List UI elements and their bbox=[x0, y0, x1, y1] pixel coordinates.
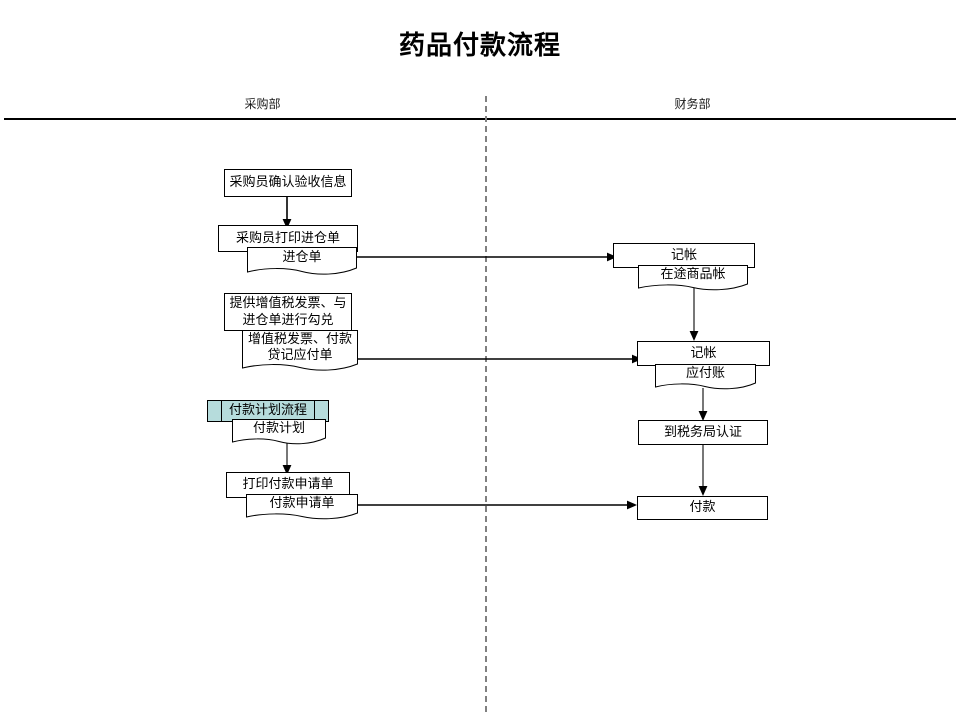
document-warehouse-entry-form[interactable]: 进仓单 bbox=[247, 247, 357, 275]
document-label: 增值税发票、付款 贷记应付单 bbox=[247, 331, 352, 363]
node-bookkeeping-intransit[interactable]: 记帐 bbox=[613, 243, 755, 268]
subprocess-label: 付款计划流程 bbox=[228, 403, 307, 418]
lane-header-rule bbox=[4, 118, 956, 120]
document-label: 付款申请单 bbox=[269, 496, 335, 511]
document-label: 付款计划 bbox=[252, 421, 305, 436]
connector-d4-n9 bbox=[348, 498, 640, 512]
document-payment-request-form[interactable]: 付款申请单 bbox=[246, 494, 358, 520]
document-label: 进仓单 bbox=[282, 250, 322, 265]
document-accounts-payable-ledger[interactable]: 应付账 bbox=[655, 364, 756, 390]
page-title: 药品付款流程 bbox=[398, 31, 561, 61]
node-payment[interactable]: 付款 bbox=[637, 496, 768, 520]
node-tax-bureau-certification[interactable]: 到税务局认证 bbox=[638, 420, 768, 445]
connector-d6-n8 bbox=[696, 388, 710, 422]
connector-n8-n9 bbox=[696, 445, 710, 497]
document-label: 应付账 bbox=[685, 366, 725, 381]
connector-d2-n7 bbox=[345, 352, 645, 366]
lane-label-finance: 财务部 bbox=[674, 97, 711, 111]
connector-d3-n5 bbox=[280, 440, 294, 476]
node-provide-vat-invoice[interactable]: 提供增值税发票、与 进仓单进行勾兑 bbox=[224, 293, 352, 331]
connector-d1-n6 bbox=[345, 250, 620, 264]
connector-d5-n7 bbox=[687, 288, 701, 342]
document-payment-plan[interactable]: 付款计划 bbox=[232, 419, 326, 445]
lane-label-purchasing: 采购部 bbox=[244, 97, 281, 111]
document-intransit-goods-ledger[interactable]: 在途商品帐 bbox=[638, 265, 748, 291]
lane-divider bbox=[485, 96, 487, 712]
node-bookkeeping-payable[interactable]: 记帐 bbox=[637, 341, 770, 366]
node-confirm-receipt[interactable]: 采购员确认验收信息 bbox=[224, 169, 352, 197]
node-print-payment-request[interactable]: 打印付款申请单 bbox=[226, 472, 350, 498]
document-vat-invoice-payable[interactable]: 增值税发票、付款 贷记应付单 bbox=[242, 330, 358, 372]
document-label: 在途商品帐 bbox=[660, 267, 726, 282]
connector-n1-n2 bbox=[280, 196, 294, 230]
